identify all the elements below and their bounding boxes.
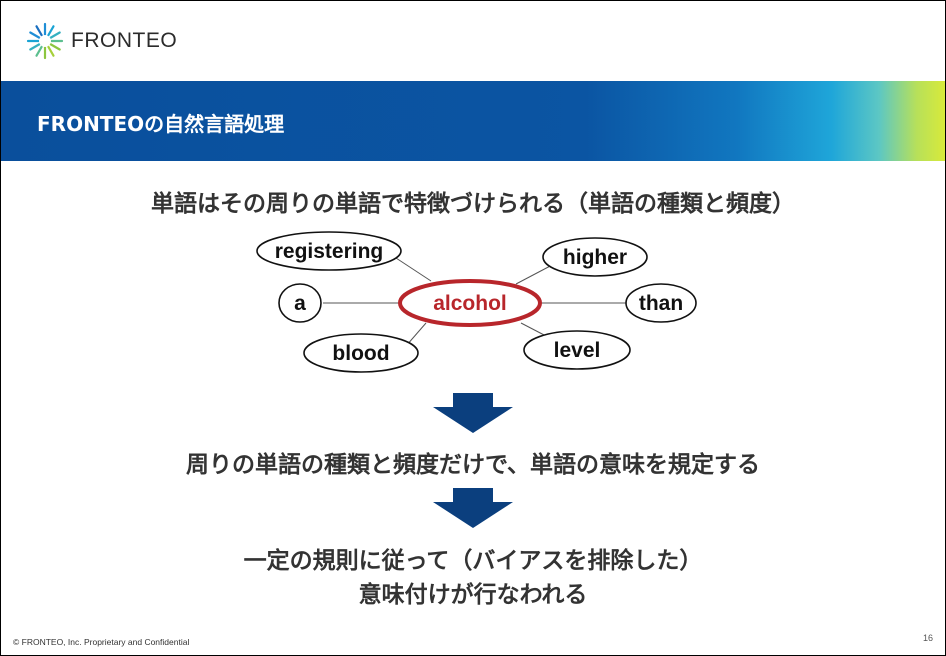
- word-blood: blood: [332, 342, 389, 365]
- page-number: 16: [922, 633, 933, 643]
- word-than: than: [639, 292, 683, 315]
- heading-rule-line1: 一定の規則に従って（バイアスを排除した）: [243, 548, 703, 574]
- center-ellipse: [398, 279, 542, 327]
- center-word-node: alcohol: [398, 279, 542, 327]
- connector-level: [520, 322, 547, 337]
- word-node-a: a: [278, 283, 322, 323]
- sunburst-logo-icon: [26, 22, 64, 60]
- heading-word-context: 単語はその周りの単語で特徴づけられる（単語の種類と頻度）: [151, 191, 795, 217]
- ellipse-blood: [303, 333, 419, 373]
- word-a: a: [294, 292, 306, 315]
- word-level: level: [554, 339, 601, 362]
- slide-title: FRONTEOの自然言語処理: [37, 112, 285, 136]
- title-bar: FRONTEOの自然言語処理: [1, 81, 945, 161]
- word-higher: higher: [563, 246, 627, 269]
- word-node-registering: registering: [256, 231, 402, 271]
- ellipse-than: [625, 283, 697, 323]
- ellipse-higher: [542, 237, 648, 277]
- word-node-than: than: [625, 283, 697, 323]
- ellipse-a: [278, 283, 322, 323]
- down-arrow-icon: [433, 393, 513, 433]
- down-arrow-icon: [433, 488, 513, 528]
- word-node-blood: blood: [303, 333, 419, 373]
- heading-rule-line2: 意味付けが行なわれる: [358, 582, 588, 608]
- word-node-higher: higher: [542, 237, 648, 277]
- word-node-level: level: [523, 330, 631, 370]
- connector-registering: [395, 257, 432, 282]
- center-word-alcohol: alcohol: [433, 292, 507, 315]
- fronteo-logo: FRONTEO: [25, 21, 177, 61]
- ellipse-level: [523, 330, 631, 370]
- connector-higher: [515, 263, 555, 285]
- ellipse-registering: [256, 231, 402, 271]
- logo-text: FRONTEO: [71, 29, 178, 52]
- word-registering: registering: [275, 240, 384, 263]
- footer-copyright: © FRONTEO, Inc. Proprietary and Confiden…: [13, 637, 190, 647]
- heading-meaning-definition: 周りの単語の種類と頻度だけで、単語の意味を規定する: [185, 452, 761, 478]
